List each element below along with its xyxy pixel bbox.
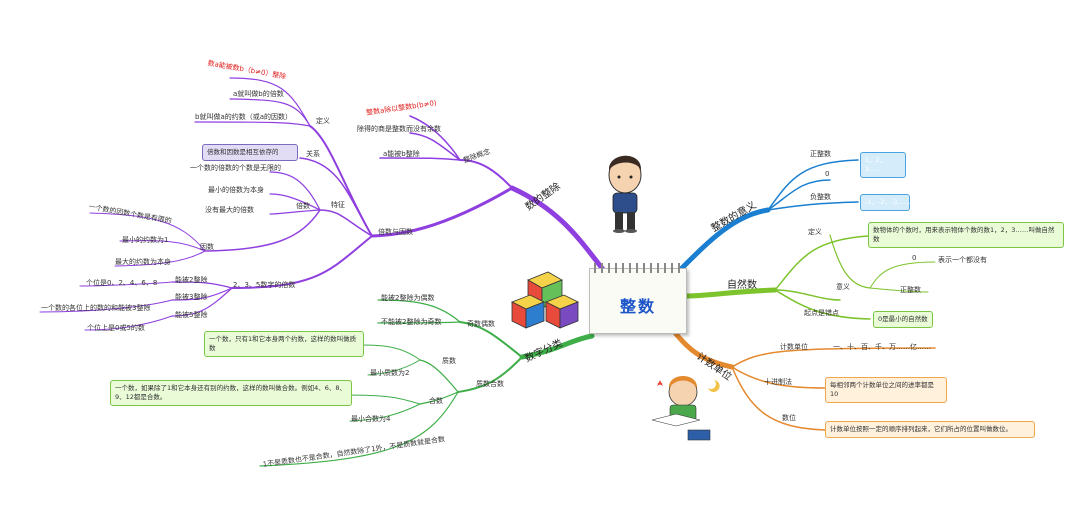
notebook-rings: [594, 263, 682, 273]
mult-2: 最小的倍数为本身: [208, 186, 264, 194]
divisibility-lines: [39, 77, 608, 331]
class-composite-box: 一个数，如果除了1和它本身还有别的约数，这样的数叫做合数。例如4、6、8、9、1…: [110, 380, 352, 406]
natural-def-box: 数物体的个数时，用来表示物体个数的数1，2，3……叫做自然数: [868, 222, 1064, 248]
fac-2: 最小的约数为1: [122, 236, 169, 244]
natural-zero: 0: [912, 254, 917, 262]
meaning-zero: 0: [825, 170, 830, 178]
class-prime-label: 质数: [442, 357, 456, 365]
factors-label: 因数: [200, 243, 214, 251]
center-title: 整数: [619, 297, 656, 316]
div5: 能被5整除: [175, 311, 208, 319]
relation-label: 关系: [306, 150, 320, 158]
class-composite-label: 合数: [429, 397, 443, 405]
natural-def-label: 定义: [808, 228, 822, 236]
branch-natural[interactable]: 自然数: [727, 280, 757, 291]
meaning-negative-box: -1，-2，-3……: [860, 194, 910, 211]
meaning-positive-box: 1，2，3……: [860, 152, 906, 178]
def-label: 定义: [316, 117, 330, 125]
class-odd-even: 奇数偶数: [467, 320, 495, 328]
div3: 能被3整除: [175, 293, 208, 301]
units-place-box: 计数单位按照一定的顺序排列起来，它们所占的位置叫做数位。: [825, 421, 1035, 438]
relation-box: 倍数和因数是相互依存的: [202, 144, 298, 161]
meaning-negative: 负整数: [810, 193, 831, 201]
units-lines: [673, 331, 936, 431]
factors-multiples: 倍数与因数: [378, 228, 413, 236]
class-prime-box: 一个数，只有1和它本身两个约数，这样的数叫做质数: [204, 331, 364, 357]
div2: 能被2整除: [175, 276, 208, 284]
meaning-positive: 正整数: [810, 150, 831, 158]
meaning-lines: [679, 159, 859, 271]
units-decimal-box: 每相邻两个计数单位之间的进率都是10: [825, 377, 947, 403]
units-decimal-label: 十进制法: [764, 378, 792, 386]
classification-lines: [259, 299, 595, 467]
multiples-235: 2、3、5数字的倍数: [233, 281, 296, 289]
features-label: 特征: [331, 201, 345, 209]
class-prime-composite: 质数合数: [476, 380, 504, 388]
center-topic[interactable]: 整数: [589, 263, 687, 334]
fac-3: 最大的约数为本身: [115, 258, 171, 266]
natural-feature-label: 起点是错点: [804, 309, 839, 317]
div3-desc: 一个数的各位上的数的和能被3整除: [41, 304, 151, 312]
units-list: 一、十、百、千、万……亿……: [833, 343, 931, 351]
multiples-label: 倍数: [296, 202, 310, 210]
div5-desc: 个位上是0或5的数: [87, 324, 145, 332]
def-multiple: a就叫做b的倍数: [233, 90, 284, 98]
class-even: 能被2整除为偶数: [381, 294, 435, 302]
natural-feature-box: 0是最小的自然数: [873, 311, 933, 328]
boy-illustration: [608, 155, 642, 233]
class-composite-min: 最小合数为4: [351, 415, 391, 423]
natural-zero-desc: 表示一个都没有: [938, 256, 987, 264]
def-factor: b就叫做a的约数（或a的因数）: [195, 113, 293, 121]
units-counting-label: 计数单位: [780, 343, 808, 351]
mult-3: 没有最大的倍数: [205, 206, 254, 214]
natural-lines: [682, 234, 936, 320]
mult-1: 一个数的倍数的个数是无限的: [190, 164, 281, 172]
reading-child-illustration: [651, 376, 720, 441]
natural-meaning-label: 意义: [836, 283, 850, 291]
units-place-label: 数位: [782, 414, 796, 422]
div-concept-divisible: a能被b整除: [383, 150, 420, 158]
div2-desc: 个位是0、2、4、6、8: [86, 279, 158, 287]
class-prime-min: 最小质数为2: [370, 369, 410, 377]
cubes-illustration: [511, 271, 579, 329]
class-odd: 不能被2整除为奇数: [381, 318, 442, 326]
natural-positive: 正整数: [900, 286, 921, 294]
div-concept-quotient: 除得的商是整数而没有余数: [357, 125, 441, 133]
